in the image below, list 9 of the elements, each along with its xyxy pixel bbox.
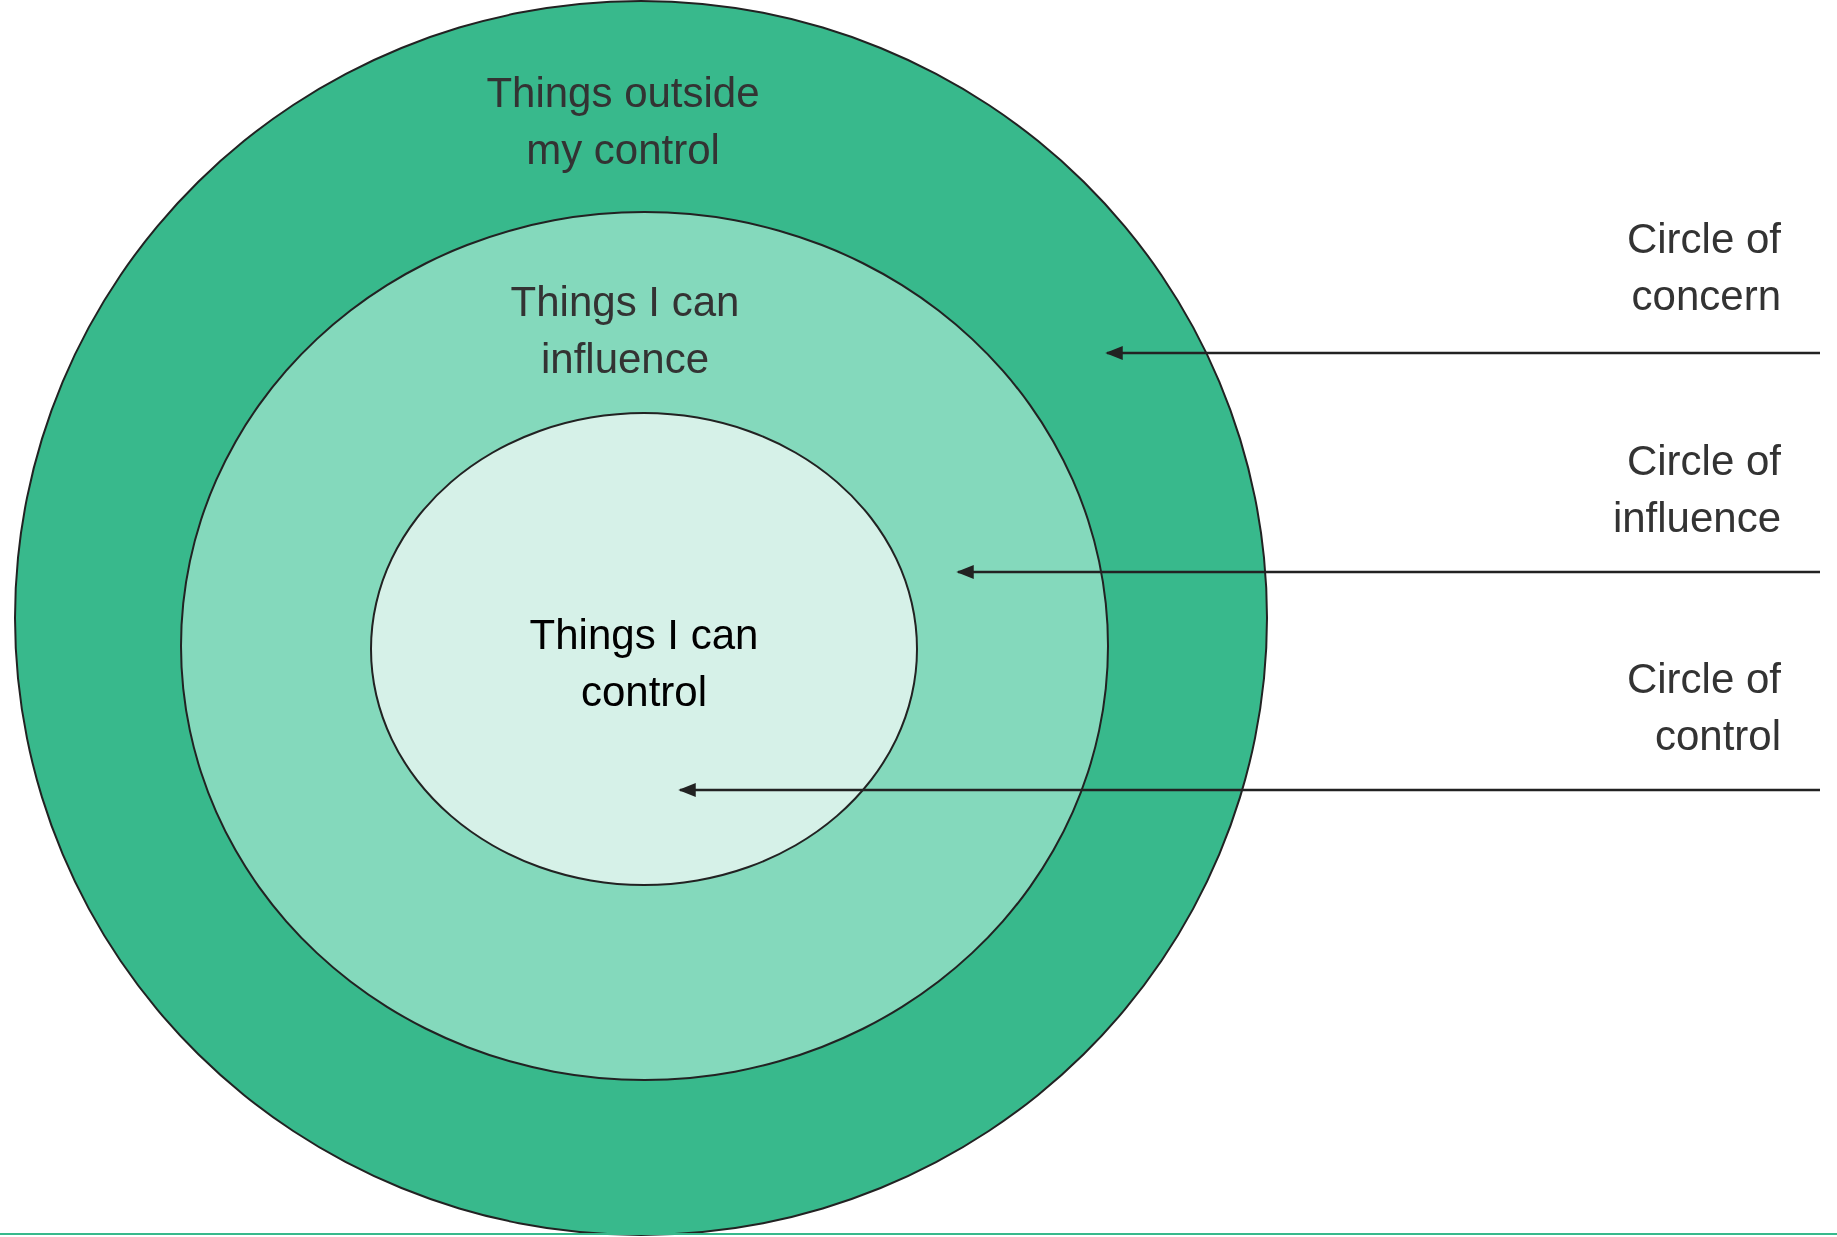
- callout-label: Circle of control: [1520, 650, 1820, 790]
- leader-line: [956, 565, 1820, 579]
- circle-text: Things outside my control: [485, 68, 761, 175]
- leader-line: [678, 783, 1820, 797]
- leader-line: [1105, 346, 1820, 360]
- callout-label: Circle of concern: [1520, 210, 1820, 353]
- circle-text: Things I can control: [528, 610, 760, 717]
- circle-text: Things I can influence: [509, 277, 741, 384]
- callout-label: Circle of influence: [1520, 432, 1820, 572]
